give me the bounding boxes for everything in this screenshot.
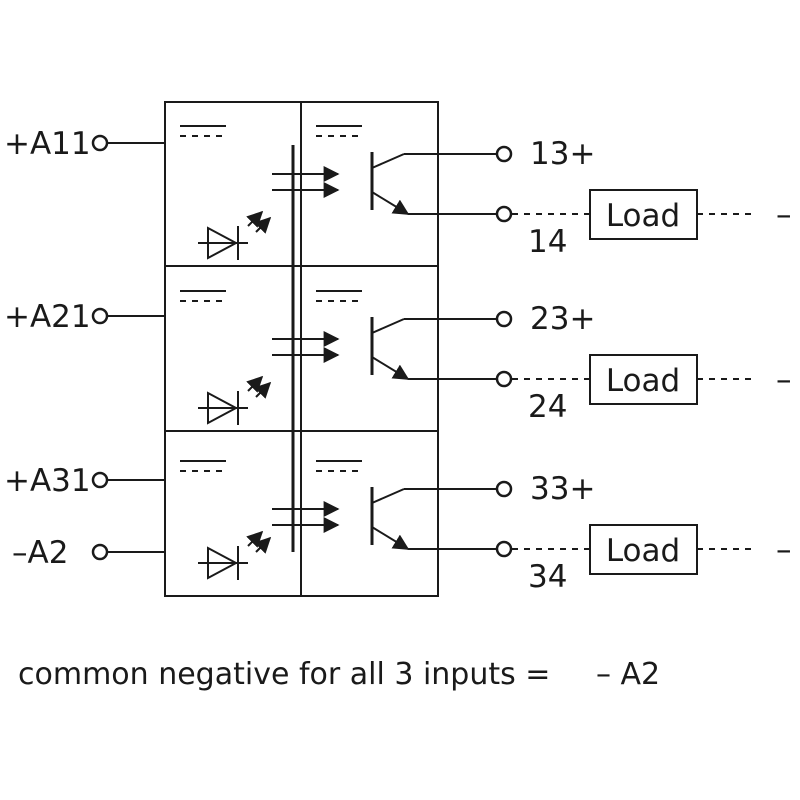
led-icon bbox=[198, 530, 272, 580]
output-terminal-34[interactable] bbox=[495, 540, 513, 558]
footnote-text: common negative for all 3 inputs = bbox=[18, 657, 550, 692]
led-icon bbox=[198, 210, 272, 260]
input-label-a31: +A31 bbox=[4, 463, 91, 499]
input-terminal-a11[interactable] bbox=[91, 134, 109, 152]
output-label-14: 14 bbox=[528, 224, 567, 260]
transistor-icon bbox=[370, 317, 496, 380]
output-plus-label-33: 33+ bbox=[530, 471, 595, 507]
input-terminal-a31[interactable] bbox=[91, 471, 109, 489]
output-label-24: 24 bbox=[528, 389, 567, 425]
output-terminal-14[interactable] bbox=[495, 205, 513, 223]
channel-3 bbox=[180, 460, 496, 580]
common-terminal-a2[interactable] bbox=[91, 543, 109, 561]
transistor-icon bbox=[370, 487, 496, 550]
channel-1 bbox=[180, 125, 496, 260]
load-negative-mark-3: – bbox=[776, 532, 792, 568]
output-terminal-24[interactable] bbox=[495, 370, 513, 388]
input-label-a11: +A11 bbox=[4, 126, 91, 162]
output-terminal-33[interactable] bbox=[495, 480, 513, 498]
output-plus-label-23: 23+ bbox=[530, 301, 595, 337]
transistor-icon bbox=[370, 152, 496, 215]
output-label-34: 34 bbox=[528, 559, 567, 595]
load-negative-mark-2: – bbox=[776, 362, 792, 398]
input-label-a21: +A21 bbox=[4, 299, 91, 335]
output-plus-label-13: 13+ bbox=[530, 136, 595, 172]
output-terminal-23[interactable] bbox=[495, 310, 513, 328]
footnote-ref: – A2 bbox=[596, 657, 660, 692]
channel-2 bbox=[180, 290, 496, 425]
input-terminal-a21[interactable] bbox=[91, 307, 109, 325]
load-label-1: Load bbox=[606, 198, 680, 234]
common-label-a2: –A2 bbox=[12, 535, 68, 571]
led-icon bbox=[198, 375, 272, 425]
load-negative-mark-1: – bbox=[776, 197, 792, 233]
output-terminal-13[interactable] bbox=[495, 145, 513, 163]
load-label-2: Load bbox=[606, 363, 680, 399]
load-label-3: Load bbox=[606, 533, 680, 569]
